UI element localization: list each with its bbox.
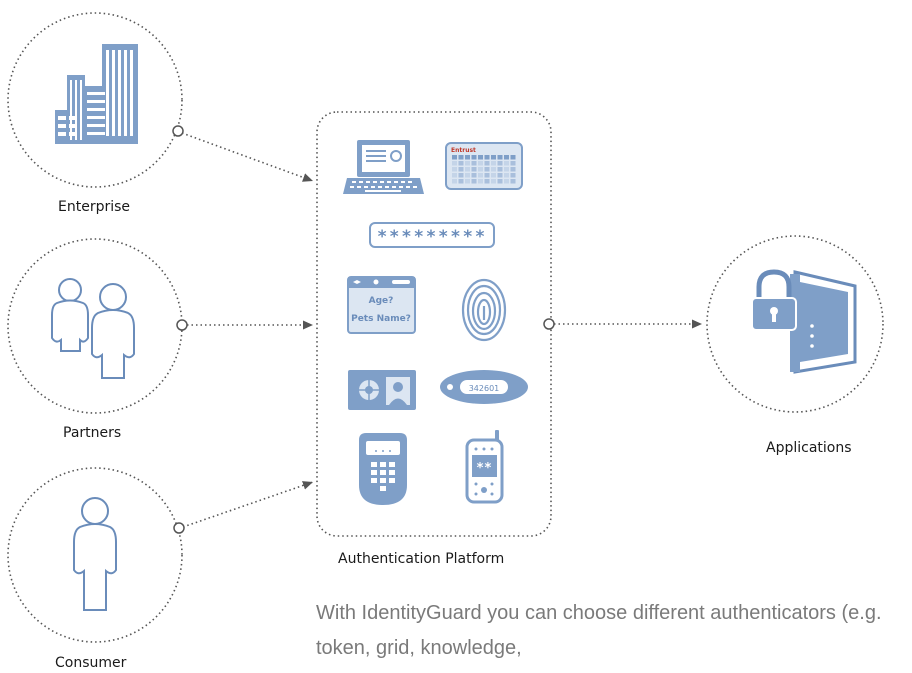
- enterprise-circle: [7, 12, 183, 188]
- description-text: With IdentityGuard you can choose differ…: [316, 602, 882, 659]
- enterprise-label: Enterprise: [58, 199, 131, 215]
- person-icon: [73, 497, 117, 611]
- consumer-port: [173, 522, 185, 534]
- locked-server-icon: [751, 269, 857, 374]
- password-mask: *********: [377, 227, 487, 247]
- knowledge-question-pet: Pets Name?: [351, 314, 411, 324]
- enterprise-connector: [181, 132, 314, 182]
- knowledge-question-age: Age?: [369, 296, 394, 306]
- partners-port: [176, 319, 188, 331]
- consumer-connector: [182, 481, 314, 528]
- fingerprint-icon: [461, 278, 507, 342]
- platform-port: [543, 318, 555, 330]
- platform-label: Authentication Platform: [338, 551, 505, 567]
- grid-card-icon: Entrust: [445, 142, 523, 190]
- mobile-phone-code: **: [476, 461, 492, 476]
- mobile-phone-icon: **: [465, 430, 504, 504]
- enterprise-port: [172, 125, 184, 137]
- smart-card-icon: [348, 370, 416, 410]
- otp-token-icon: 342601: [440, 370, 528, 404]
- partners-label: Partners: [63, 425, 122, 441]
- applications-circle: [706, 235, 884, 413]
- knowledge-questions-icon: Age? Pets Name?: [347, 276, 416, 334]
- laptop-certificate-icon: [343, 140, 424, 194]
- consumer-circle: [7, 467, 183, 643]
- office-buildings-icon: [55, 44, 138, 144]
- keypad-token-icon: [359, 433, 407, 505]
- grid-card-brand: Entrust: [451, 147, 476, 154]
- otp-token-code: 342601: [469, 384, 500, 393]
- platform-box: [316, 111, 552, 537]
- applications-label: Applications: [766, 440, 852, 456]
- two-people-icon: [51, 278, 135, 379]
- consumer-label: Consumer: [55, 655, 127, 671]
- password-field-icon: *********: [369, 222, 495, 248]
